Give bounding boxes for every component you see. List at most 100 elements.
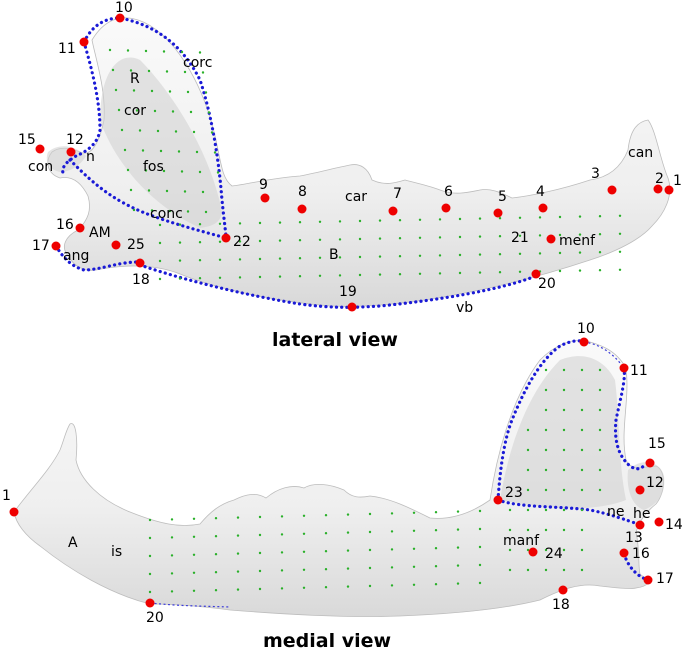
- semilandmark-dot: [346, 585, 350, 588]
- medial-landmarks: [9, 337, 664, 608]
- semilandmark-dot: [158, 277, 162, 281]
- semilandmark-dot: [129, 188, 133, 192]
- semilandmark-dot: [526, 448, 530, 452]
- medial-landmark-20-dot: [145, 598, 155, 608]
- semilandmark-dot: [213, 151, 217, 154]
- semilandmark-dot: [544, 548, 548, 552]
- semilandmark-dot: [198, 241, 202, 244]
- semilandmark-dot: [218, 276, 222, 279]
- semilandmark-dot: [123, 148, 127, 152]
- lateral-label-menf: menf: [559, 233, 596, 249]
- semilandmark-dot: [418, 218, 422, 221]
- semilandmark-dot: [478, 509, 482, 513]
- medial-landmark-17-label: 17: [656, 571, 674, 587]
- semilandmark-dot: [158, 259, 162, 263]
- semilandmark-dot: [526, 528, 530, 532]
- semilandmark-dot: [544, 368, 548, 372]
- semilandmark-dot: [338, 220, 342, 223]
- semilandmark-dot: [238, 222, 242, 225]
- semilandmark-dot: [236, 534, 240, 537]
- semilandmark-dot: [278, 221, 282, 224]
- semilandmark-dot: [412, 583, 416, 586]
- semilandmark-dot: [562, 508, 566, 512]
- semilandmark-dot: [178, 223, 182, 226]
- semilandmark-dot: [368, 548, 372, 552]
- semilandmark-dot: [598, 408, 602, 412]
- semilandmark-dot: [390, 566, 394, 569]
- lateral-landmark-17-label: 17: [32, 238, 50, 254]
- semilandmark-dot: [192, 517, 196, 520]
- lateral-label-R: R: [130, 71, 140, 87]
- semilandmark-dot: [238, 276, 242, 279]
- lateral-landmark-11-label: 11: [58, 41, 76, 57]
- semilandmark-dot: [258, 515, 262, 519]
- medial-landmark-14-label: 14: [665, 517, 683, 533]
- semilandmark-dot: [618, 250, 622, 253]
- semilandmark-dot: [201, 71, 205, 74]
- semilandmark-dot: [558, 269, 562, 273]
- semilandmark-dot: [338, 238, 342, 241]
- semilandmark-dot: [544, 388, 548, 392]
- medial-landmark-11-label: 11: [630, 363, 648, 379]
- semilandmark-dot: [526, 428, 530, 432]
- lateral-landmark-21-label: 21: [511, 230, 529, 246]
- semilandmark-dot: [180, 170, 184, 173]
- semilandmark-dot: [358, 273, 362, 277]
- semilandmark-dot: [147, 69, 151, 73]
- semilandmark-dot: [398, 273, 402, 276]
- semilandmark-dot: [478, 253, 482, 256]
- semilandmark-dot: [598, 368, 602, 372]
- lateral-landmark-9-dot: [260, 193, 270, 203]
- semilandmark-dot: [562, 448, 566, 452]
- semilandmark-dot: [358, 255, 362, 259]
- semilandmark-dot: [189, 110, 193, 114]
- medial-label-is: is: [111, 544, 122, 560]
- semilandmark-dot: [258, 239, 262, 243]
- semilandmark-dot: [562, 388, 566, 392]
- semilandmark-dot: [214, 553, 218, 556]
- semilandmark-dot: [390, 512, 394, 515]
- semilandmark-dot: [318, 274, 322, 277]
- semilandmark-dot: [398, 237, 402, 240]
- semilandmark-dot: [418, 254, 422, 257]
- medial-semilandmarks: [148, 368, 602, 594]
- semilandmark-dot: [238, 240, 242, 243]
- semilandmark-dot: [434, 583, 438, 586]
- semilandmark-dot: [192, 130, 196, 134]
- semilandmark-dot: [148, 536, 152, 540]
- lateral-landmark-10-label: 10: [115, 0, 133, 16]
- lateral-landmark-5-dot: [493, 208, 503, 218]
- semilandmark-dot: [618, 268, 622, 271]
- medial-landmark-20-label: 20: [146, 610, 164, 626]
- semilandmark-dot: [280, 587, 284, 590]
- semilandmark-dot: [158, 241, 162, 245]
- semilandmark-dot: [412, 547, 416, 550]
- semilandmark-dot: [178, 241, 182, 244]
- semilandmark-dot: [518, 270, 522, 273]
- medial-landmark-10-dot: [579, 337, 589, 347]
- semilandmark-dot: [478, 235, 482, 238]
- semilandmark-dot: [538, 216, 542, 219]
- lateral-landmark-20-dot: [531, 269, 541, 279]
- semilandmark-dot: [218, 222, 222, 225]
- semilandmark-dot: [258, 275, 262, 279]
- semilandmark-dot: [278, 239, 282, 242]
- semilandmark-dot: [210, 131, 214, 134]
- lateral-landmark-8-label: 8: [298, 184, 307, 200]
- semilandmark-dot: [538, 234, 542, 237]
- semilandmark-dot: [598, 488, 602, 492]
- semilandmark-dot: [562, 468, 566, 472]
- medial-neck-curve: [496, 498, 640, 526]
- semilandmark-dot: [458, 217, 462, 221]
- medial-label-A: A: [68, 535, 78, 551]
- semilandmark-dot: [183, 190, 187, 193]
- semilandmark-dot: [214, 535, 218, 538]
- semilandmark-dot: [183, 70, 187, 74]
- semilandmark-dot: [562, 568, 566, 572]
- semilandmark-dot: [438, 254, 442, 257]
- medial-mandible-shape: [13, 339, 664, 617]
- semilandmark-dot: [302, 532, 306, 535]
- semilandmark-dot: [518, 216, 522, 219]
- semilandmark-dot: [338, 274, 342, 277]
- semilandmark-dot: [135, 109, 139, 112]
